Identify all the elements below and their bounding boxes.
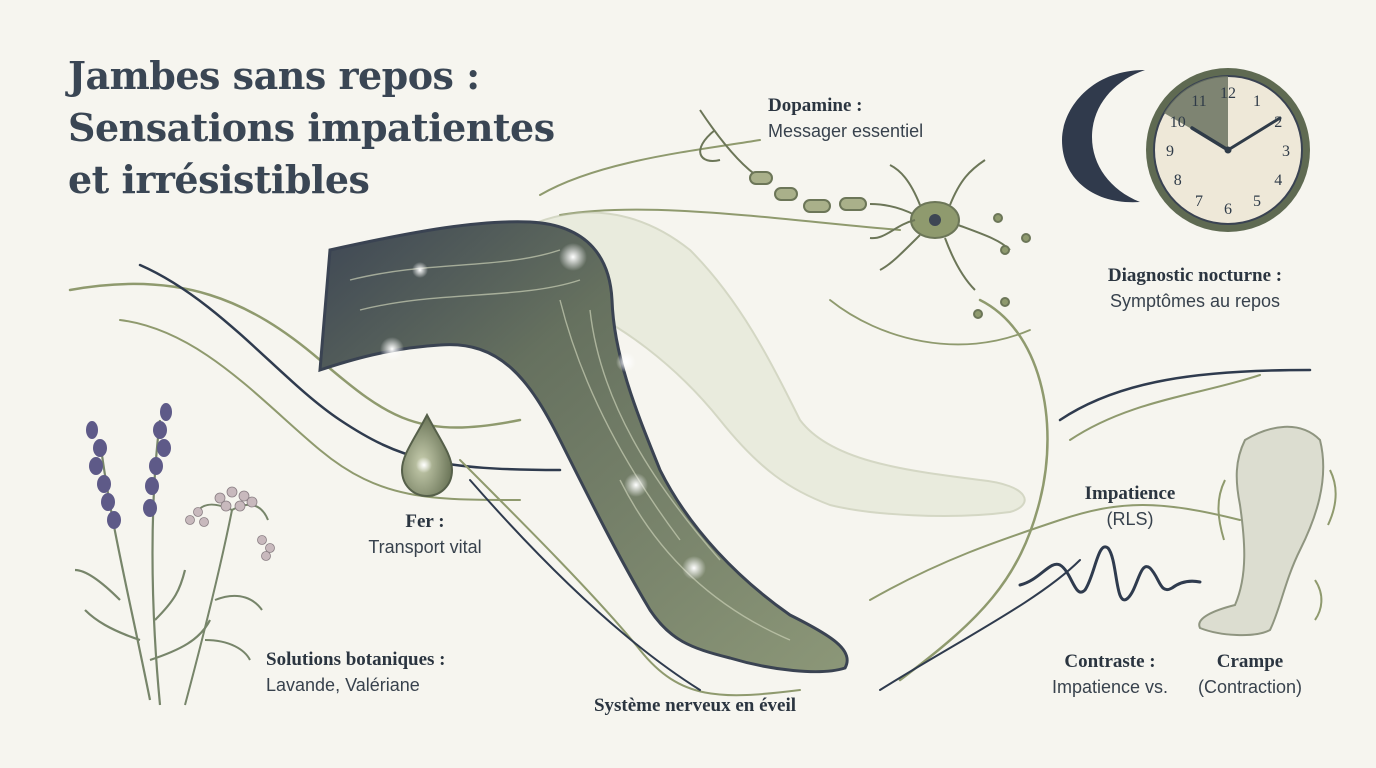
label-nerveux-head: Système nerveux en éveil bbox=[593, 695, 797, 716]
label-diagnostic-head: Diagnostic nocturne : bbox=[1107, 265, 1283, 286]
clock-number: 3 bbox=[1282, 143, 1290, 160]
clock-number: 10 bbox=[1170, 114, 1186, 131]
label-impatience-head: Impatience bbox=[1084, 483, 1176, 504]
label-impatience: Impatience (RLS) bbox=[1060, 482, 1200, 532]
cramp-leg-icon bbox=[1198, 425, 1337, 637]
clock-number: 12 bbox=[1220, 85, 1236, 102]
nerve-lines bbox=[68, 139, 1312, 697]
clock-number: 1 bbox=[1253, 93, 1261, 110]
clock-number: 6 bbox=[1224, 201, 1232, 218]
label-fer-sub: Transport vital bbox=[368, 537, 482, 557]
clock-number: 7 bbox=[1195, 193, 1203, 210]
main-leg bbox=[318, 220, 849, 674]
label-crampe-head: Crampe bbox=[1216, 651, 1284, 672]
label-impatience-sub: (RLS) bbox=[1106, 509, 1154, 529]
label-nerveux: Système nerveux en éveil bbox=[560, 694, 830, 718]
ghost-leg bbox=[518, 211, 1026, 517]
label-botanique-sub: Lavande, Valériane bbox=[266, 675, 420, 695]
label-dopamine-sub: Messager essentiel bbox=[768, 121, 924, 141]
impatience-wave-icon bbox=[1018, 545, 1202, 602]
moon-icon bbox=[1062, 70, 1145, 203]
clock-number: 11 bbox=[1191, 93, 1206, 110]
label-botanique-head: Solutions botaniques : bbox=[266, 649, 446, 670]
title-line-2: Sensations impatientes bbox=[68, 105, 555, 150]
title-line-1: Jambes sans repos : bbox=[68, 53, 480, 98]
page-title: Jambes sans repos : Sensations impatient… bbox=[68, 50, 588, 206]
clock-number: 4 bbox=[1274, 172, 1282, 189]
label-botanique: Solutions botaniques : Lavande, Valérian… bbox=[266, 648, 446, 698]
label-contraste-sub: Impatience vs. bbox=[1051, 677, 1169, 697]
label-crampe: Crampe (Contraction) bbox=[1185, 650, 1315, 700]
label-fer: Fer : Transport vital bbox=[340, 510, 510, 560]
label-fer-head: Fer : bbox=[405, 511, 445, 532]
label-diagnostic-sub: Symptômes au repos bbox=[1109, 291, 1281, 311]
label-diagnostic: Diagnostic nocturne : Symptômes au repos bbox=[1090, 264, 1300, 314]
label-dopamine-head: Dopamine : bbox=[768, 95, 863, 116]
label-contraste-head: Contraste : bbox=[1064, 651, 1156, 672]
clock-number: 9 bbox=[1166, 143, 1174, 160]
clock-number: 5 bbox=[1253, 193, 1261, 210]
label-contraste: Contraste : Impatience vs. bbox=[1035, 650, 1185, 700]
lavender-icon bbox=[74, 403, 211, 706]
clock-number: 2 bbox=[1274, 114, 1282, 131]
label-crampe-sub: (Contraction) bbox=[1197, 677, 1303, 697]
clock-number: 8 bbox=[1174, 172, 1182, 189]
iron-drop-icon bbox=[400, 412, 454, 498]
title-line-3: et irrésistibles bbox=[68, 157, 370, 202]
neuron-icon bbox=[699, 109, 1031, 319]
label-dopamine: Dopamine : Messager essentiel bbox=[768, 94, 923, 144]
valerian-icon bbox=[184, 486, 275, 706]
